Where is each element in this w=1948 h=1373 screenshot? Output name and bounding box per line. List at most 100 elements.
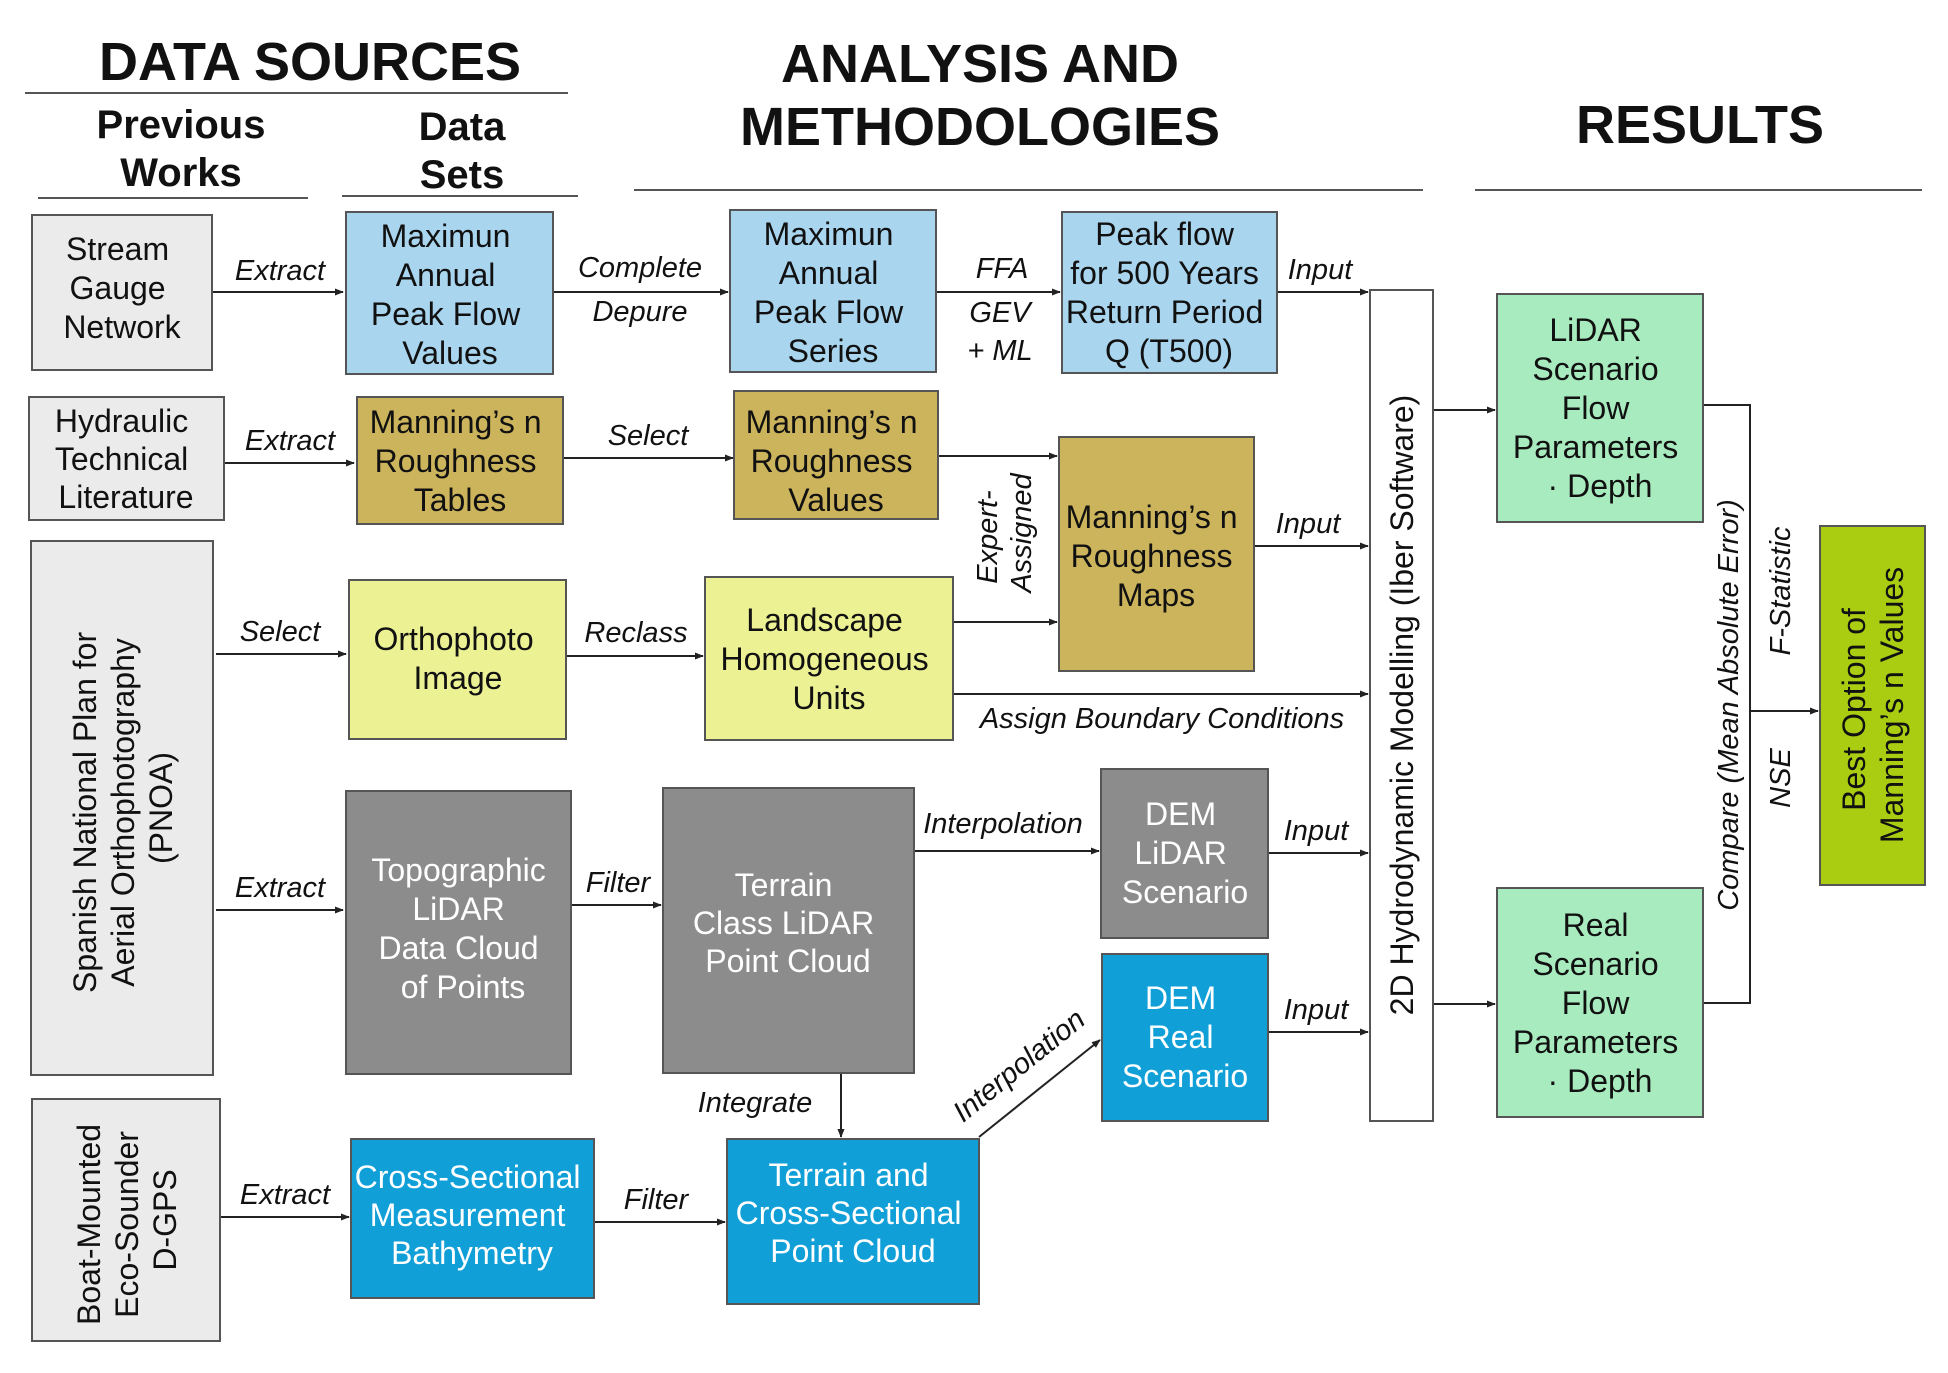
box-max-series-line-4: Series bbox=[788, 333, 879, 369]
box-stream-gauge-line-2: Gauge bbox=[70, 270, 166, 306]
label-expert-line-1: Expert- bbox=[972, 490, 1004, 583]
label-expert-assigned: Expert- Assigned bbox=[972, 472, 1038, 594]
svg-text:Topographic LiDAR: Topographic LiDAR Data Cloud of Points bbox=[371, 852, 554, 1005]
box-real-result-line-2: Scenario bbox=[1532, 946, 1658, 982]
label-gev: GEV bbox=[969, 297, 1033, 329]
box-max-values-line-3: Peak Flow bbox=[371, 296, 521, 332]
svg-text:Spanish National Plan for: Spanish National Plan for Aerial Orthoph… bbox=[67, 623, 179, 993]
box-pnoa: Spanish National Plan for Aerial Orthoph… bbox=[30, 540, 214, 1076]
box-boat-sounder: Boat-Mounted Eco-Sounder D-GPS bbox=[31, 1098, 221, 1342]
label-input-3: Input bbox=[1284, 815, 1350, 847]
box-manning-maps-line-3: Maps bbox=[1117, 577, 1195, 613]
box-real-result-line-1: Real bbox=[1563, 907, 1629, 943]
svg-text:Terrain Class LiDAR: Terrain Class LiDAR Point Cloud bbox=[693, 867, 883, 979]
header-analysis-1: ANALYSIS AND bbox=[781, 34, 1179, 94]
svg-text:Terrain and Cross-Sectio: Terrain and Cross-Sectional Point Cloud bbox=[736, 1157, 971, 1269]
box-terrain-cross-sectional: Terrain and Cross-Sectional Point Cloud bbox=[726, 1138, 980, 1305]
label-ml: + ML bbox=[967, 335, 1032, 367]
label-interpolation-1: Interpolation bbox=[923, 808, 1083, 840]
header-data-sources-title: DATA SOURCES bbox=[99, 32, 521, 92]
box-peak-flow-500: Peak flow for 500 Years Return Period Q … bbox=[1061, 211, 1278, 374]
svg-text:Boat-Mounted Eco-Sounder: Boat-Mounted Eco-Sounder D-GPS bbox=[71, 1115, 183, 1325]
box-max-values-line-2: Annual bbox=[396, 257, 496, 293]
svg-text:Maximun Annual Pea: Maximun Annual Peak Flow Values bbox=[371, 218, 529, 371]
box-manning-values-line-2: Roughness bbox=[751, 443, 913, 479]
box-max-series-line-2: Annual bbox=[779, 255, 879, 291]
label-interpolation-2: Interpolation bbox=[947, 1003, 1091, 1128]
box-real-result: Real Scenario Flow Parameters · Depth bbox=[1496, 887, 1704, 1118]
box-lidar-cloud-line-4: of Points bbox=[401, 969, 526, 1005]
box-dem-lidar-line-2: LiDAR bbox=[1134, 835, 1226, 871]
svg-text:Hydraulic Technical: Hydraulic Technical Literature bbox=[55, 403, 197, 515]
box-terrain-lidar-line-2: Class LiDAR bbox=[693, 905, 874, 941]
box-dem-real-line-1: DEM bbox=[1145, 980, 1216, 1016]
box-manning-tables: Manning’s n Roughness Tables bbox=[356, 396, 564, 525]
box-hydraulic-line-2: Technical bbox=[55, 441, 188, 477]
box-boat-line-1: Boat-Mounted bbox=[71, 1124, 107, 1325]
box-manning-maps-line-2: Roughness bbox=[1071, 538, 1233, 574]
box-best-option: Best Option of Manning’s n Values bbox=[1819, 525, 1926, 886]
box-boat-line-2: Eco-Sounder bbox=[109, 1131, 145, 1318]
header-data-sets-1: Data bbox=[419, 105, 506, 149]
label-f-statistic: F-Statistic bbox=[1765, 526, 1797, 655]
box-bathymetry: Cross-Sectional Measurement Bathymetry bbox=[350, 1138, 595, 1299]
label-depure: Depure bbox=[592, 296, 687, 328]
svg-text:Maximun Annual Pea: Maximun Annual Peak Flow Series bbox=[754, 216, 912, 369]
box-stream-gauge-line-3: Network bbox=[63, 309, 181, 345]
box-terrain-lidar-line-1: Terrain bbox=[735, 867, 833, 903]
label-extract-2: Extract bbox=[245, 425, 337, 457]
label-input-4: Input bbox=[1284, 994, 1350, 1026]
box-bathymetry-line-3: Bathymetry bbox=[391, 1235, 553, 1271]
box-dem-lidar-line-3: Scenario bbox=[1122, 874, 1248, 910]
box-max-values-line-4: Values bbox=[402, 335, 497, 371]
box-manning-values-line-3: Values bbox=[788, 482, 883, 518]
box-manning-tables-line-2: Roughness bbox=[375, 443, 537, 479]
label-select-1: Select bbox=[240, 616, 323, 648]
box-orthophoto-line-1: Orthophoto bbox=[374, 621, 534, 657]
svg-text:DEM LiDAR Scenario: DEM LiDAR Scenario bbox=[1122, 796, 1248, 910]
box-landscape-line-3: Units bbox=[793, 680, 866, 716]
box-boat-line-3: D-GPS bbox=[147, 1169, 183, 1270]
svg-text:Peak flow for 500 Years: Peak flow for 500 Years Return Period Q … bbox=[1066, 216, 1272, 369]
svg-text:Orthophoto Image: Orthophoto Image bbox=[374, 621, 543, 696]
svg-text:Best Option of Manning’s: Best Option of Manning’s n Values bbox=[1836, 567, 1910, 843]
box-hydraulic-line-1: Hydraulic bbox=[55, 403, 188, 439]
label-compare-mae: Compare (Mean Absolute Error) bbox=[1713, 499, 1745, 911]
box-real-result-line-5: · Depth bbox=[1548, 1063, 1653, 1099]
box-manning-maps: Manning’s n Roughness Maps bbox=[1058, 436, 1255, 672]
box-peak-flow-line-3: Return Period bbox=[1066, 294, 1263, 330]
box-lidar-result-line-4: Parameters bbox=[1513, 429, 1678, 465]
box-lidar-cloud-line-2: LiDAR bbox=[412, 891, 504, 927]
box-peak-flow-line-4: Q (T500) bbox=[1105, 333, 1233, 369]
label-input-1: Input bbox=[1288, 254, 1354, 286]
label-input-2: Input bbox=[1276, 508, 1342, 540]
box-best-option-line-2: Manning’s n Values bbox=[1874, 567, 1910, 843]
box-manning-maps-line-1: Manning’s n bbox=[1066, 499, 1238, 535]
label-assign-boundary: Assign Boundary Conditions bbox=[978, 703, 1344, 735]
box-lidar-result-line-2: Scenario bbox=[1532, 351, 1658, 387]
box-stream-gauge: Stream Gauge Network bbox=[31, 214, 213, 371]
header-results: RESULTS bbox=[1576, 95, 1824, 155]
box-terrain-lidar-line-3: Point Cloud bbox=[705, 943, 870, 979]
header-previous-works-1: Previous bbox=[97, 103, 266, 147]
box-lidar-result-line-5: · Depth bbox=[1548, 468, 1653, 504]
label-extract-3: Extract bbox=[235, 872, 327, 904]
box-terrain-cross-line-3: Point Cloud bbox=[770, 1233, 935, 1269]
box-best-option-line-1: Best Option of bbox=[1836, 608, 1872, 811]
box-hydro-model-label: 2D Hydrodynamic Modelling (Iber Software… bbox=[1384, 395, 1420, 1016]
box-orthophoto: Orthophoto Image bbox=[348, 579, 567, 740]
label-filter-2: Filter bbox=[624, 1184, 690, 1216]
box-max-peak-values: Maximun Annual Peak Flow Values bbox=[345, 211, 554, 375]
header-data-sets-2: Sets bbox=[420, 153, 505, 197]
box-peak-flow-line-2: for 500 Years bbox=[1070, 255, 1259, 291]
connectors bbox=[212, 288, 1819, 1226]
svg-text:Manning’s n Roughness: Manning’s n Roughness Maps bbox=[1066, 499, 1247, 613]
box-stream-gauge-line-1: Stream bbox=[66, 231, 169, 267]
box-dem-real-line-3: Scenario bbox=[1122, 1058, 1248, 1094]
label-filter-1: Filter bbox=[586, 867, 652, 899]
box-manning-values-line-1: Manning’s n bbox=[746, 404, 918, 440]
label-nse: NSE bbox=[1765, 748, 1797, 808]
box-lidar-cloud-line-3: Data Cloud bbox=[379, 930, 539, 966]
box-max-peak-series: Maximun Annual Peak Flow Series bbox=[729, 209, 937, 373]
